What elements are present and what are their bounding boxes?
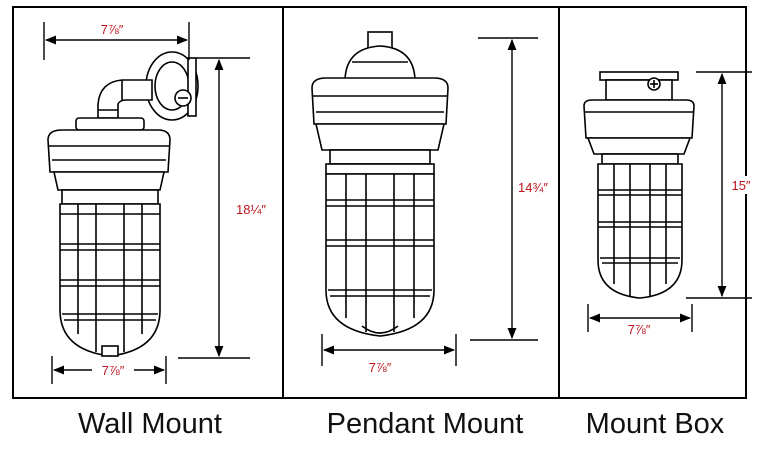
mount-box-caption: Mount Box [585, 408, 725, 440]
wall-mount-bottom-width-label: 7⅞″ [102, 363, 125, 378]
pendant-mount-width-label: 7⅞″ [369, 360, 392, 375]
mount-box-width-label: 7⅞″ [628, 322, 651, 337]
wall-mount-top-width-label: 7⅞″ [101, 22, 124, 37]
mount-box-panel [558, 6, 747, 399]
wall-mount-dimensions [43, 22, 276, 384]
mount-box-dimensions [587, 71, 756, 338]
wall-mount-fixture [47, 51, 199, 357]
pendant-mount-dimensions [321, 37, 554, 376]
pendant-mount-height-label: 14¾″ [518, 180, 548, 195]
mount-box-height-label: 15″ [731, 178, 750, 193]
pendant-mount-caption: Pendant Mount [326, 408, 524, 440]
mount-box-fixture [583, 71, 695, 299]
wall-mount-height-label: 18¼″ [236, 202, 266, 217]
pendant-mount-fixture [311, 31, 449, 337]
wall-mount-caption: Wall Mount [78, 408, 222, 440]
